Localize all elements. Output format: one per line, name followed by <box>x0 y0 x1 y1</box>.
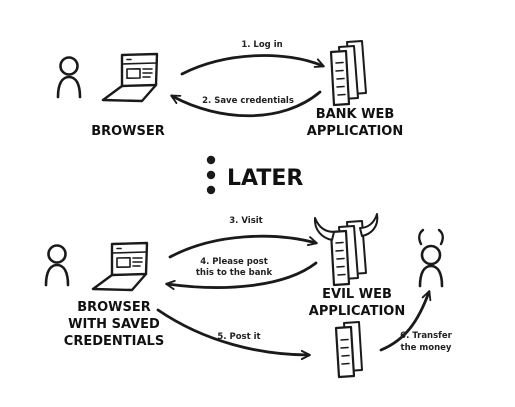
later-dots-icon <box>206 155 216 195</box>
step1-label: 1. Log in <box>241 40 282 50</box>
step2-label: 2. Save credentials <box>202 96 294 106</box>
step4-label-line1: 4. Please post <box>200 257 268 267</box>
evil-label-line2: APPLICATION <box>309 304 405 319</box>
step3-label: 3. Visit <box>229 216 262 226</box>
arrow-transfer-money <box>379 290 432 352</box>
bottom-browser-laptop-icon <box>91 241 149 292</box>
evil-horns-icon <box>313 213 379 241</box>
step5-label: 5. Post it <box>217 332 260 342</box>
step6-label-line2: the money <box>401 343 452 353</box>
step4-label-line2: this to the bank <box>196 268 273 278</box>
later-label: LATER <box>227 166 303 191</box>
bottom-bank-server-icon <box>334 321 363 379</box>
bottom-browser-label-line1: BROWSER <box>77 300 151 315</box>
arrow-save-credentials <box>170 90 322 118</box>
arrow-log-in <box>180 54 325 76</box>
bank-label-line1: BANK WEB <box>316 107 395 122</box>
top-user-person-icon <box>56 56 82 99</box>
attacker-devil-icon <box>418 228 444 288</box>
step6-label-line1: 6. Transfer <box>400 331 452 341</box>
evil-label-line1: EVIL WEB <box>322 287 392 302</box>
arrow-post-it <box>156 308 311 361</box>
bottom-browser-label-line2: WITH SAVED <box>68 317 160 332</box>
bottom-browser-label-line3: CREDENTIALS <box>64 334 164 349</box>
top-browser-label: BROWSER <box>91 124 165 139</box>
top-browser-laptop-icon <box>101 52 159 103</box>
bank-label-line2: APPLICATION <box>307 124 403 139</box>
arrow-visit <box>168 234 318 259</box>
bank-server-icon <box>329 40 367 107</box>
evil-server-icon <box>329 220 367 287</box>
bottom-user-person-icon <box>44 244 70 287</box>
arrow-please-post <box>165 261 318 291</box>
